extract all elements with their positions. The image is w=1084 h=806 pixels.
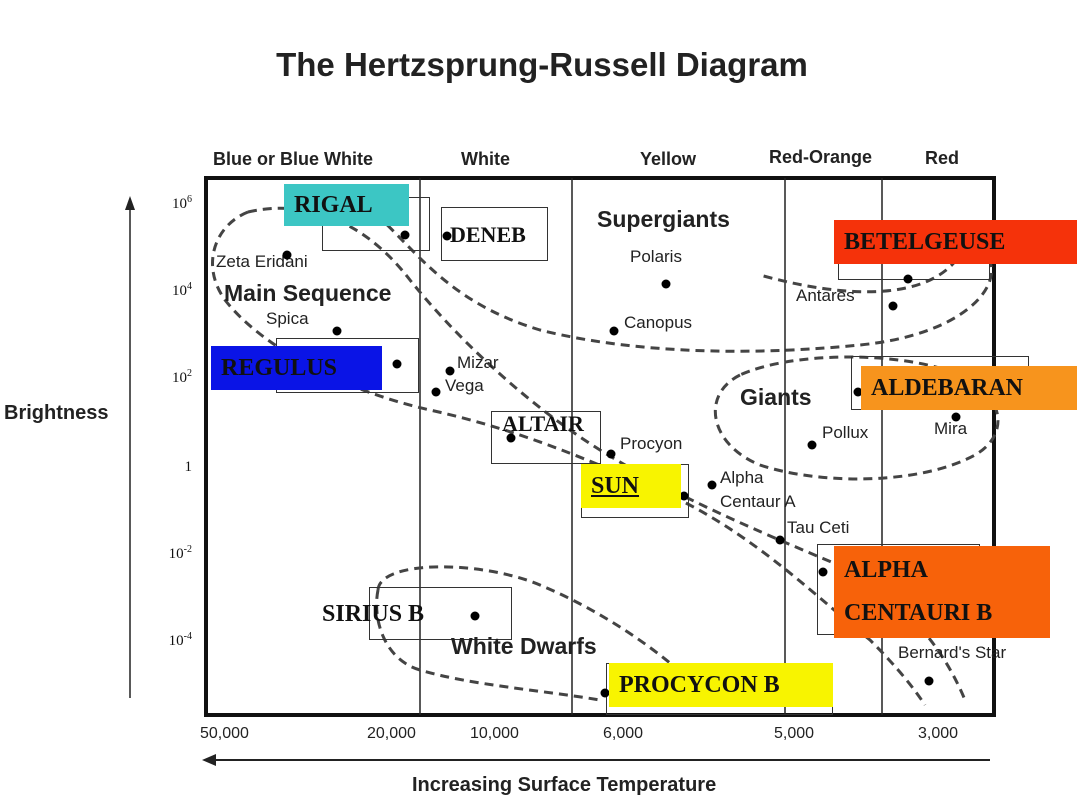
- star-dot-betelgeuse: [903, 274, 913, 284]
- band-yellow: Yellow: [640, 149, 697, 169]
- star-dot-antares: [888, 301, 898, 311]
- x-tick-3000: 3,000: [918, 725, 959, 742]
- x-axis-label: Increasing Surface Temperature: [412, 774, 717, 796]
- sirius-b-box: [369, 587, 512, 640]
- x-tick-10000: 10,000: [470, 725, 519, 742]
- star-dot-tau-ceti: [775, 535, 785, 545]
- y-axis-label: Brightness: [4, 402, 109, 424]
- star-dot-procycon-b: [600, 688, 610, 698]
- tag-sirius-b: SIRIUS B: [322, 600, 425, 627]
- band-blue-white: Blue or Blue White: [213, 149, 374, 169]
- tag-sun: SUN: [581, 464, 681, 508]
- region-main-sequence: Main Sequence: [224, 280, 392, 306]
- white-dwarfs-outline: [375, 565, 702, 702]
- x-tick-20000: 20,000: [367, 725, 416, 742]
- star-dot-alpha-centauri-a: [707, 480, 717, 490]
- star-dot-altair: [506, 433, 516, 443]
- y-axis-arrowhead: [125, 196, 135, 210]
- y-tick-1e-4: 10-4: [168, 631, 192, 649]
- y-tick-1e6: 106: [172, 194, 192, 212]
- tag-procycon-b: PROCYCON B: [609, 663, 833, 707]
- star-label-pollux: Pollux: [822, 423, 869, 442]
- tag-altair: ALTAIR: [502, 411, 584, 436]
- y-tick-1e2: 102: [172, 368, 192, 386]
- tag-betelgeuse: BETELGEUSE: [834, 220, 1077, 264]
- star-dot-zeta-eridani: [282, 250, 292, 260]
- band-white: White: [461, 149, 510, 169]
- star-label-procyon: Procyon: [620, 434, 683, 453]
- main-sequence-outline: [211, 206, 967, 706]
- deneb-box: [441, 207, 548, 261]
- star-label-spica: Spica: [266, 309, 309, 328]
- star-label-tau-ceti: Tau Ceti: [787, 518, 850, 537]
- tag-aldebaran: ALDEBARAN: [861, 366, 1077, 410]
- x-axis-arrowhead: [202, 754, 216, 766]
- altair-box: [491, 411, 601, 464]
- star-dot-sun: [679, 491, 689, 501]
- star-label-alpha: Alpha: [720, 468, 764, 487]
- region-giants: Giants: [740, 384, 812, 410]
- x-tick-5000: 5,000: [774, 725, 815, 742]
- star-dot-alpha-centauri-b: [818, 567, 828, 577]
- star-dot-canopus: [609, 326, 619, 336]
- star-label-zeta-eridani: Zeta Eridani: [216, 252, 308, 271]
- star-dot-rigal: [400, 230, 410, 240]
- band-red: Red: [925, 148, 960, 168]
- star-dot-procyon: [606, 449, 616, 459]
- diagram-title: The Hertzsprung-Russell Diagram: [276, 46, 808, 83]
- star-dot-aldebaran: [853, 387, 863, 397]
- y-tick-1e4: 104: [172, 281, 192, 299]
- star-dot-sirius-b: [470, 611, 480, 621]
- star-dot-mira: [951, 412, 961, 422]
- star-dot-vega: [431, 387, 441, 397]
- star-label-antares: Antares: [796, 286, 855, 305]
- star-dot-regulus: [392, 359, 402, 369]
- region-supergiants: Supergiants: [597, 206, 730, 232]
- tag-deneb: DENEB: [450, 222, 526, 247]
- star-label-polaris: Polaris: [630, 247, 682, 266]
- plot-frame: [204, 176, 996, 717]
- star-label-centaur-a: Centaur A: [720, 492, 796, 511]
- tag-regulus: REGULUS: [211, 346, 382, 390]
- band-red-orange: Red-Orange: [769, 147, 873, 167]
- star-label-mira: Mira: [934, 419, 968, 438]
- star-label-mizar: Mizar: [457, 353, 499, 372]
- star-dot-pollux: [807, 440, 817, 450]
- star-label-vega: Vega: [445, 376, 484, 395]
- star-dot-bernards-star: [924, 676, 934, 686]
- x-tick-50000: 50,000: [200, 725, 249, 742]
- star-dot-mizar: [445, 366, 455, 376]
- star-dot-spica: [332, 326, 342, 336]
- star-dot-deneb: [442, 231, 452, 241]
- region-white-dwarfs: White Dwarfs: [451, 633, 597, 659]
- y-tick-1: 1: [184, 459, 193, 475]
- star-label-canopus: Canopus: [624, 313, 693, 332]
- star-label-bernards-star: Bernard's Star: [898, 643, 1007, 662]
- tag-rigal: RIGAL: [284, 184, 409, 226]
- giants-outline: [713, 355, 1000, 481]
- y-tick-1e-2: 10-2: [168, 544, 192, 562]
- x-tick-6000: 6,000: [603, 725, 644, 742]
- star-dot-polaris: [661, 279, 671, 289]
